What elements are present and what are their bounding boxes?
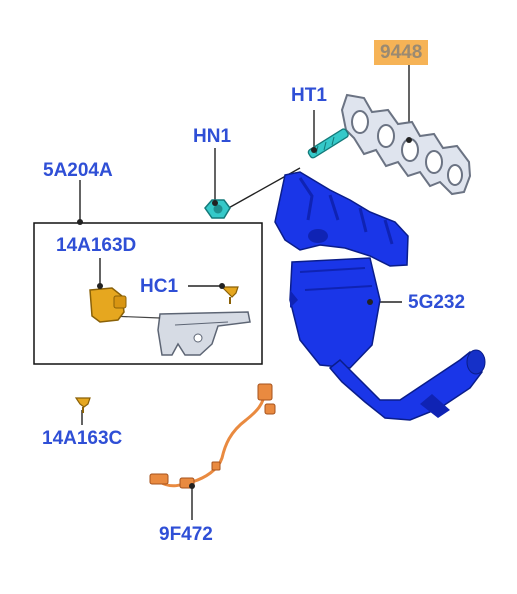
callout-hn1[interactable]: HN1 (193, 126, 232, 147)
callout-14a163d[interactable]: 14A163D (56, 235, 137, 256)
clip-icon[interactable] (74, 397, 91, 413)
exhaust-manifold-catalytic-converter-icon[interactable] (274, 171, 486, 421)
assembly-box-5a204a (33, 222, 263, 365)
sensor-icon[interactable] (89, 283, 127, 323)
bracket-icon[interactable] (109, 311, 251, 356)
callout-9448[interactable]: 9448 (374, 40, 429, 65)
oxygen-sensor-icon[interactable] (149, 383, 276, 489)
callout-5a204a[interactable]: 5A204A (43, 160, 113, 181)
callout-5g232[interactable]: 5G232 (408, 292, 466, 313)
stud-icon[interactable] (307, 128, 349, 159)
callout-14a163c[interactable]: 14A163C (42, 428, 123, 449)
clip-icon[interactable] (219, 283, 239, 304)
callout-9f472[interactable]: 9F472 (159, 524, 213, 545)
exhaust-manifold-gasket-icon[interactable] (340, 93, 472, 196)
callout-hc1[interactable]: HC1 (140, 276, 179, 297)
nut-icon[interactable] (204, 199, 231, 219)
callout-ht1[interactable]: HT1 (291, 85, 327, 106)
